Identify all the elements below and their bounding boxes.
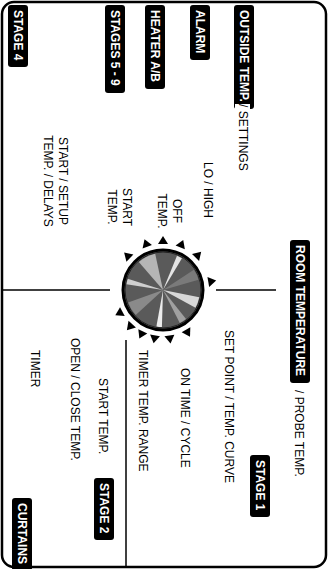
pointer-arrow bbox=[135, 329, 147, 341]
pointer-arrow bbox=[207, 276, 217, 287]
setting-label: START TEMP. bbox=[95, 378, 110, 454]
dial-knob bbox=[123, 250, 203, 330]
dial-wedge bbox=[163, 290, 186, 323]
dial-wedge bbox=[128, 290, 163, 315]
mode-tag: STAGE 2 bbox=[94, 478, 114, 540]
dial-wedge bbox=[139, 254, 163, 290]
selector-dial bbox=[113, 236, 217, 344]
divider-line bbox=[216, 289, 276, 291]
divider-line bbox=[125, 340, 127, 566]
mode-tag: STAGE 1 bbox=[250, 455, 270, 517]
mode-tag: HEATER A/B bbox=[145, 5, 165, 89]
setting-label: SET POINT / TEMP. CURVE bbox=[221, 330, 236, 483]
setting-label: OFF TEMP. bbox=[154, 188, 184, 234]
tag-text: HEATER A/B bbox=[148, 10, 162, 82]
pointer-arrow bbox=[176, 238, 188, 249]
setting-label: ON TIME / CYCLE bbox=[177, 368, 192, 468]
pointer-arrow bbox=[149, 334, 160, 344]
tag-text: ROOM TEMPERATURE bbox=[293, 245, 307, 376]
setting-label: START / SETUP TEMP. / DELAYS bbox=[40, 120, 70, 242]
tag-text: STAGE 2 bbox=[97, 483, 111, 533]
tag-text: STAGE 1 bbox=[253, 460, 267, 510]
divider-line bbox=[3, 289, 110, 291]
pointer-arrow bbox=[192, 248, 205, 261]
tag-text: OUTSIDE TEMP. bbox=[237, 10, 251, 102]
mode-tag: ALARM bbox=[190, 5, 210, 60]
setting-label: TIMER bbox=[27, 350, 42, 387]
tag-text: STAGES 5 - 9 bbox=[108, 10, 122, 86]
pointer-arrow bbox=[113, 307, 125, 320]
pointer-arrow bbox=[164, 335, 175, 344]
dial-wedge bbox=[156, 290, 163, 327]
mode-tag: OUTSIDE TEMP. bbox=[234, 5, 254, 109]
pointer-arrow bbox=[123, 321, 136, 334]
pointer-arrow bbox=[140, 238, 152, 249]
mode-tag: ROOM TEMPERATURE bbox=[290, 240, 310, 383]
pointer-arrow bbox=[182, 327, 195, 339]
setting-label: START TEMP. bbox=[104, 184, 134, 230]
dial-wedge bbox=[163, 270, 199, 290]
pointer-arrow bbox=[158, 236, 168, 244]
setting-label: / PROBE TEMP. bbox=[291, 390, 306, 477]
pointer-arrow bbox=[121, 249, 134, 262]
tag-text: STAGE 4 bbox=[11, 10, 25, 60]
mode-tag: STAGES 5 - 9 bbox=[105, 5, 125, 93]
setting-label: LO / HIGH bbox=[200, 162, 215, 218]
mode-tag: STAGE 4 bbox=[8, 5, 28, 67]
setting-label: / SETTINGS bbox=[235, 104, 250, 171]
mode-tag: CURTAINS bbox=[12, 498, 32, 569]
setting-label: TIMER TEMP. RANGE bbox=[135, 350, 150, 472]
setting-label: OPEN / CLOSE TEMP. bbox=[67, 338, 82, 461]
tag-text: CURTAINS bbox=[15, 503, 29, 564]
tag-text: ALARM bbox=[193, 10, 207, 53]
